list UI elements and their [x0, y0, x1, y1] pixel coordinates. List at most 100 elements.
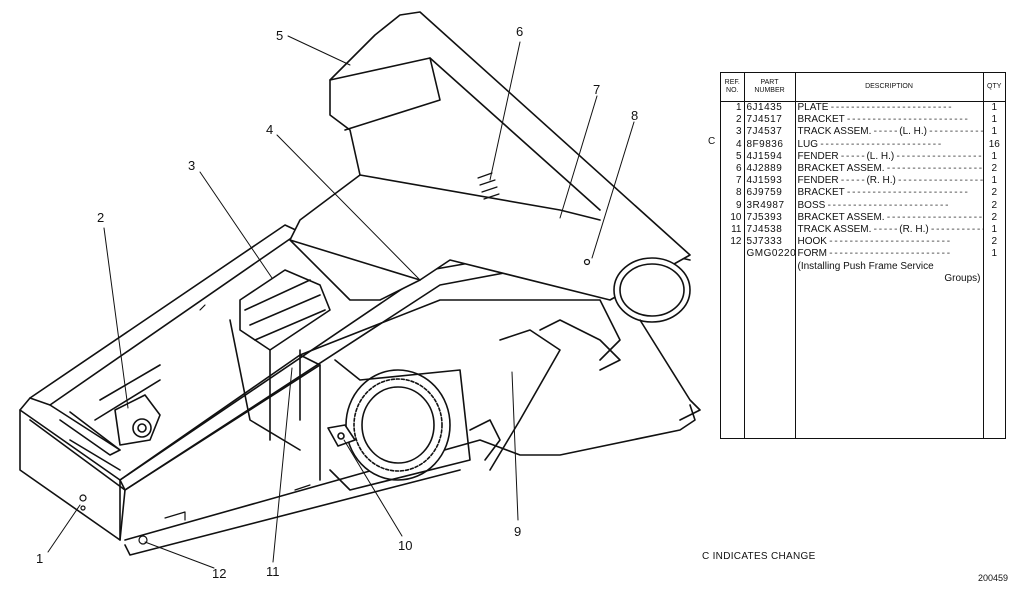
row-part-number: GMG02206 [744, 248, 796, 261]
row-part-number: 4J2889 [744, 162, 796, 176]
callout-11: 11 [266, 564, 280, 579]
change-legend: C INDICATES CHANGE [702, 551, 816, 562]
row-description: Groups) [795, 272, 984, 285]
row-qty: 1 [991, 175, 998, 187]
leader-dots: - - - - - - - - - - - - - - - - - - - - … [929, 126, 983, 138]
description-text: TRACK ASSEM. [797, 126, 872, 138]
header-qty: QTY [983, 73, 1005, 102]
row-qty: 1 [991, 114, 998, 126]
row-part-number: 4J1593 [744, 175, 796, 188]
row-description: FENDER - - - - - (L. H.) - - - - - - - -… [795, 150, 984, 163]
callout-2: 2 [97, 210, 104, 225]
description-text: PLATE [797, 102, 829, 114]
row-part-number [744, 272, 796, 285]
side-designation: (L. H.) [899, 126, 928, 138]
leader-dots: - - - - - - - - - - - - - - - - - - - - … [826, 236, 950, 248]
row-part-number: 7J5393 [744, 211, 796, 224]
leader-dots: - - - - - - - - - - - - - - - - - - - - … [828, 102, 952, 114]
bracket-assembly-10 [327, 424, 356, 447]
leader-dots: - - - - - [871, 223, 900, 235]
row-ref [721, 272, 745, 285]
callout-6: 6 [516, 24, 523, 39]
right-bracket [469, 319, 621, 471]
leader-dots: - - - - - - - - - - - - - - - - - - - - … [844, 114, 968, 126]
callout-10: 10 [398, 538, 412, 553]
description-text: BOSS [797, 199, 826, 211]
side-designation: (L. H.) [866, 150, 895, 162]
row-ref: 2 [721, 114, 745, 127]
row-part-number: 8F9836 [744, 138, 796, 151]
table-row: Groups) [721, 272, 1005, 285]
row-qty [983, 260, 1005, 272]
description-text: FORM [797, 248, 827, 260]
row-ref: 4 [721, 138, 745, 151]
row-description: LUG - - - - - - - - - - - - - - - - - - … [795, 138, 984, 151]
row-ref: 10 [721, 211, 745, 224]
change-mark: C [708, 136, 716, 147]
callout-4: 4 [266, 122, 273, 137]
parts-list-header: REF. NO. PART NUMBER DESCRIPTION QTY [721, 73, 1005, 102]
leader-lines [47, 35, 635, 569]
figure-number: 200459 [978, 573, 1009, 583]
leader-dots: - - - - - [871, 126, 900, 138]
row-qty: 1 [991, 248, 998, 260]
row-description: BOSS - - - - - - - - - - - - - - - - - -… [795, 199, 984, 212]
row-qty: 2 [991, 236, 998, 248]
description-text: BRACKET [797, 187, 845, 199]
row-description: FENDER - - - - - (R. H.) - - - - - - - -… [795, 175, 984, 188]
callout-12: 12 [212, 566, 226, 581]
row-part-number: 6J9759 [744, 187, 796, 200]
row-ref: 6 [721, 162, 745, 176]
row-qty: 1 [991, 102, 998, 114]
row-description: TRACK ASSEM. - - - - - (R. H.) - - - - -… [795, 223, 984, 237]
row-ref: 7 [721, 175, 745, 188]
lug-marks [79, 172, 591, 545]
row-part-number: 7J4538 [744, 223, 796, 237]
row-description: TRACK ASSEM. - - - - - (L. H.) - - - - -… [795, 126, 984, 139]
row-description: BRACKET - - - - - - - - - - - - - - - - … [795, 114, 984, 127]
row-qty: 1 [991, 223, 998, 235]
callout-9: 9 [514, 524, 521, 539]
leader-dots: - - - - - - - - - - - - - - - - - - - - … [844, 187, 968, 199]
row-part-number: 4J1594 [744, 150, 796, 163]
row-description: (Installing Push Frame Service [795, 260, 984, 273]
leader-dots: - - - - - - - - - - - - - - - - - - - - … [896, 150, 983, 162]
leader-dots: - - - - - - - - - - - - - - - - - - - - … [886, 163, 982, 175]
row-description: BRACKET - - - - - - - - - - - - - - - - … [795, 187, 984, 200]
leader-dots: - - - - - - - - - - - - - - - - - - - - … [886, 211, 982, 223]
row-part-number: 5J7333 [744, 236, 796, 249]
description-text: FENDER [797, 150, 839, 162]
row-qty: 2 [991, 187, 998, 199]
front-bracket [94, 364, 161, 446]
description-text: HOOK [797, 236, 827, 248]
row-ref [721, 260, 745, 273]
bearing-ring [329, 359, 471, 491]
leader-dots: - - - - - [838, 150, 867, 162]
description-text: BRACKET ASSEM. [797, 163, 885, 175]
row-qty: 2 [991, 211, 998, 223]
row-qty: 1 [991, 126, 998, 138]
row-qty: 2 [991, 163, 998, 175]
row-description: BRACKET ASSEM. - - - - - - - - - - - - -… [795, 211, 984, 224]
row-part-number: 7J4517 [744, 114, 796, 127]
leader-dots: - - - - - - - - - - - - - - - - - - - - … [930, 223, 982, 235]
row-ref: 1 [721, 101, 745, 115]
leader-dots: - - - - - - - - - - - - - - - - - - - - … [818, 138, 941, 150]
header-part: PART NUMBER [744, 73, 796, 102]
row-qty [983, 273, 1005, 285]
row-part-number [744, 260, 796, 273]
row-description: HOOK - - - - - - - - - - - - - - - - - -… [795, 236, 984, 249]
row-part-number: 3R4987 [744, 199, 796, 212]
table-row: GMG02206FORM - - - - - - - - - - - - - -… [721, 248, 1005, 261]
